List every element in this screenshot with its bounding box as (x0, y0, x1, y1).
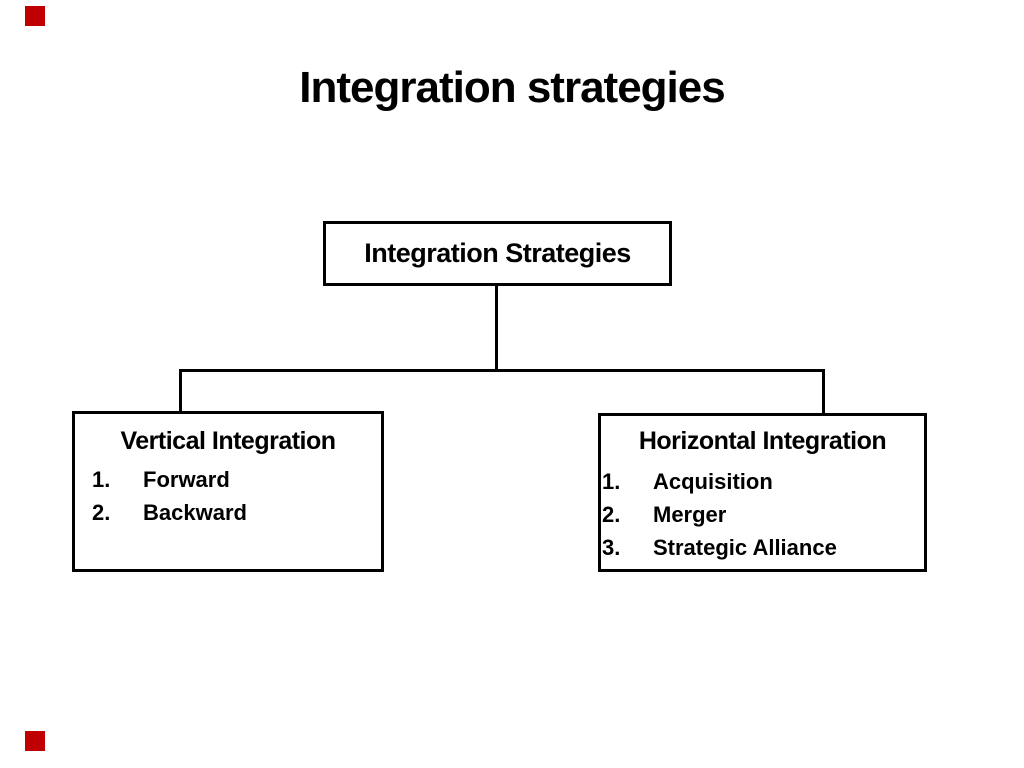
horizontal-integration-node: Horizontal Integration 1. Acquisition 2.… (598, 413, 927, 572)
list-item-label: Acquisition (653, 469, 773, 494)
list-item-number: 1. (602, 469, 621, 494)
vertical-integration-node: Vertical Integration 1. Forward 2. Backw… (72, 411, 384, 572)
list-item: 1. Acquisition (602, 465, 924, 498)
red-corner-marker-bottom (25, 731, 45, 751)
list-item-number: 1. (92, 467, 111, 492)
horizontal-integration-title: Horizontal Integration (638, 427, 887, 455)
connector-root-stem (495, 285, 498, 371)
list-item-number: 2. (602, 502, 621, 527)
horizontal-integration-list: 1. Acquisition 2. Merger 3. Strategic Al… (601, 465, 924, 564)
list-item: 2. Backward (92, 496, 381, 529)
connector-left-drop (179, 370, 182, 412)
connector-crossbar (179, 369, 825, 372)
list-item-label: Merger (653, 502, 727, 527)
list-item: 3. Strategic Alliance (602, 531, 924, 564)
list-item-number: 2. (92, 500, 111, 525)
root-node: Integration Strategies (323, 221, 672, 286)
vertical-integration-list: 1. Forward 2. Backward (75, 463, 381, 529)
list-item-label: Forward (143, 467, 230, 492)
list-item-label: Backward (143, 500, 247, 525)
red-corner-marker-top (25, 6, 45, 26)
root-node-label: Integration Strategies (364, 238, 631, 268)
list-item: 1. Forward (92, 463, 381, 496)
connector-right-drop (822, 370, 825, 414)
list-item-number: 3. (602, 535, 621, 560)
list-item-label: Strategic Alliance (653, 535, 837, 560)
vertical-integration-title: Vertical Integration (120, 427, 336, 455)
page-title: Integration strategies (299, 63, 725, 112)
list-item: 2. Merger (602, 498, 924, 531)
